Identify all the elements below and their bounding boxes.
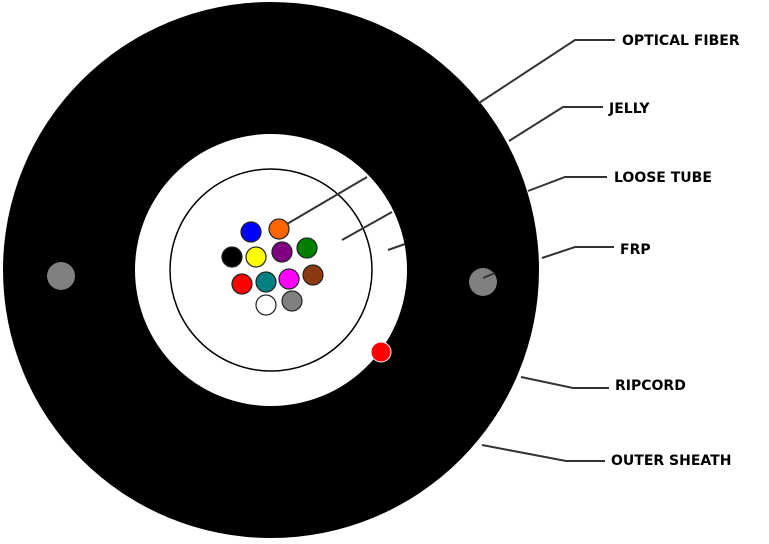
leader-optical-fiber-outer [478,39,615,104]
ripcord [370,341,392,363]
label-frp: FRP [620,242,651,258]
frp-left [47,262,75,290]
fiber-teal [255,271,277,293]
leader-jelly-inner [341,211,393,241]
label-outer-sheath: OUTER SHEATH [611,453,732,469]
fiber-gray [281,290,303,312]
leader-loose-tube [527,176,607,192]
loose-tube [169,168,373,372]
fiber-white [255,294,277,316]
leader-ripcord [520,376,609,389]
leader-loose-tube-inner [387,243,406,251]
optical-fiber-bundle [221,218,324,316]
leader-jelly [508,106,603,142]
fiber-brown [302,264,324,286]
fiber-black [221,246,243,268]
label-ripcord: RIPCORD [615,378,686,394]
jelly-area [135,134,407,406]
fiber-red [231,273,253,295]
fiber-magenta [278,268,300,290]
label-jelly: JELLY [609,101,650,117]
fiber-green [296,237,318,259]
fiber-orange [268,218,290,240]
leader-outer-sheath [481,444,605,462]
label-optical-fiber: OPTICAL FIBER [622,33,740,49]
fiber-blue [240,221,262,243]
fiber-purple [271,241,293,263]
leader-frp [541,246,614,259]
leader-frp-inner [482,272,496,279]
fiber-yellow [245,246,267,268]
label-loose-tube: LOOSE TUBE [614,170,712,186]
leader-optical-fiber [286,176,368,225]
frp-right [469,268,497,296]
leader-lines [286,39,615,462]
